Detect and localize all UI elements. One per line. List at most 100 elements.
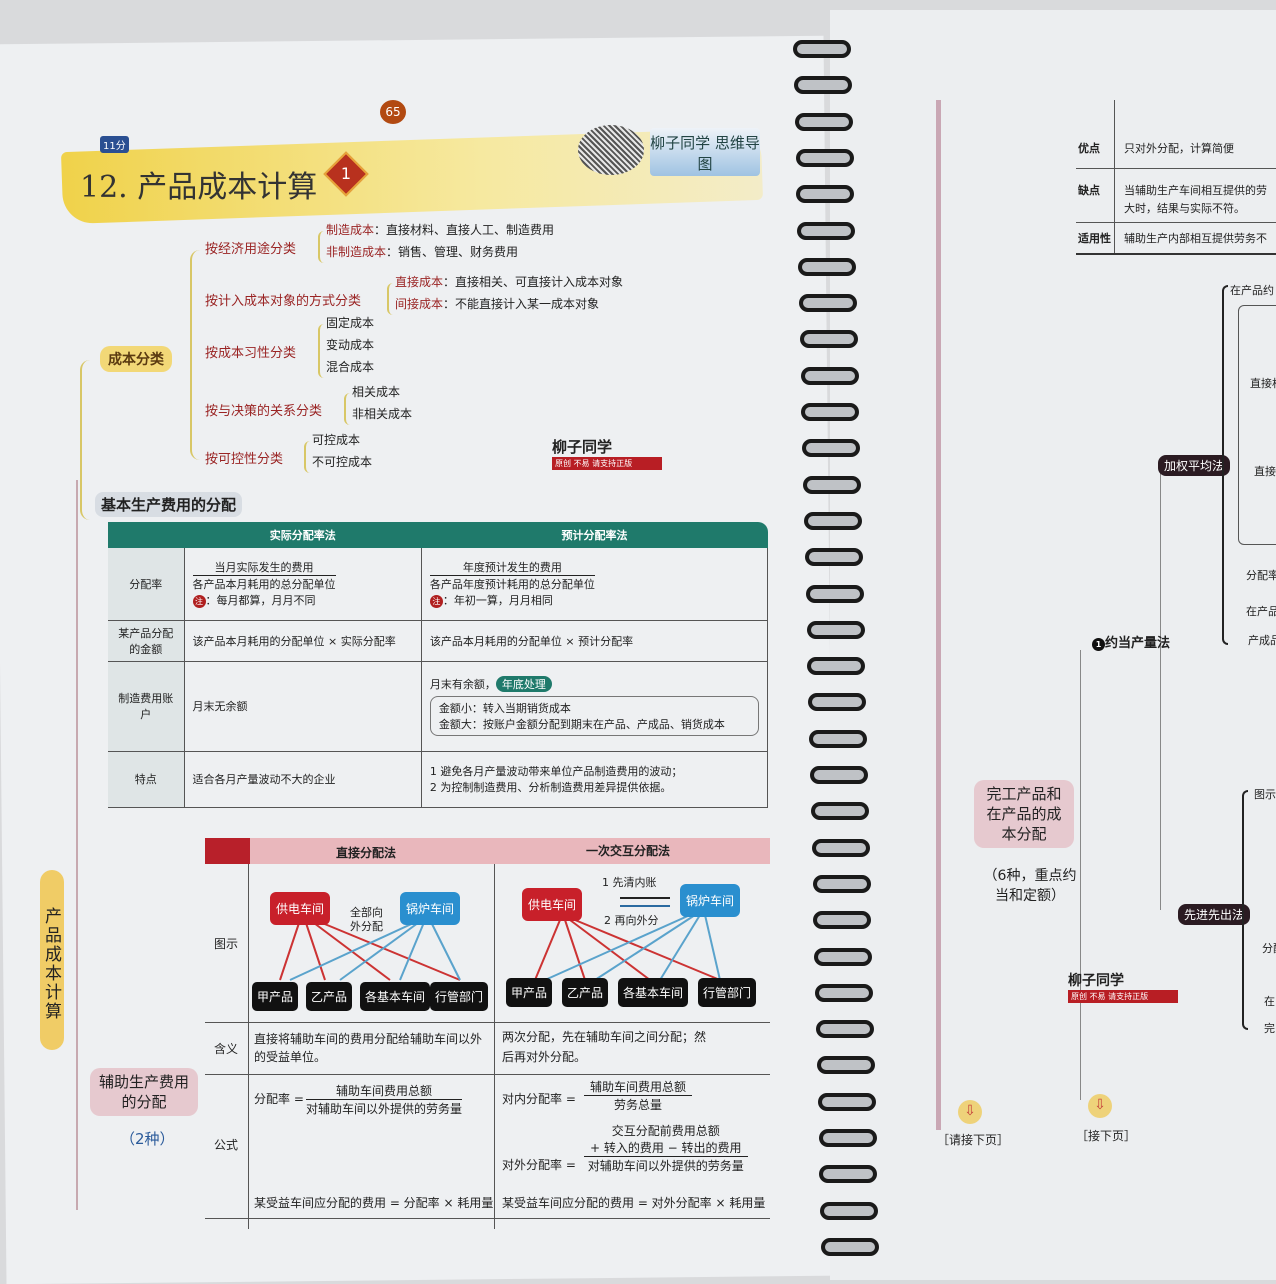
- page-title: 12. 产品成本计算: [80, 170, 318, 205]
- fifo-item: 在: [1264, 995, 1275, 1008]
- branch-item: 相关成本: [352, 383, 400, 400]
- brand-logo: 柳子同学 思维导图: [650, 128, 760, 176]
- target-box: 甲产品: [506, 978, 553, 1007]
- binding-ring: [811, 838, 870, 857]
- item-bracket: [318, 324, 324, 378]
- divider: [205, 1074, 770, 1075]
- arrow-down-icon: ⇩: [1088, 1094, 1112, 1118]
- table-value: 辅助生产内部相互提供劳务不: [1124, 232, 1267, 245]
- score-tag: 11分: [100, 136, 129, 153]
- table-value: 当辅助生产车间相互提供的劳: [1124, 184, 1267, 197]
- branch-item: 变动成本: [326, 336, 374, 353]
- note-icon: 注: [429, 595, 443, 609]
- basic-alloc-node: 基本生产费用的分配: [95, 492, 243, 517]
- table-label: 适用性: [1078, 232, 1111, 245]
- power-workshop-box: 供电车间: [522, 888, 583, 921]
- target-box: 乙产品: [306, 982, 353, 1011]
- binding-ring: [810, 766, 868, 784]
- binding-ring: [805, 584, 864, 603]
- item-value: ：直接材料、直接人工、制造费用: [374, 223, 555, 237]
- binding-ring: [818, 1129, 877, 1147]
- formula-direct-fraction: 辅助车间费用总额对辅助车间以外提供的劳务量: [306, 1084, 463, 1116]
- binding-ring: [814, 947, 873, 966]
- formula-internal-lhs: 对内分配率 =: [502, 1092, 576, 1106]
- binding-ring: [815, 983, 874, 1002]
- root-line: [76, 480, 78, 1210]
- item-value: ：不能直接计入某一成本对象: [443, 297, 600, 311]
- aux-alloc-count: （2种）: [120, 1130, 175, 1148]
- divider: [1114, 100, 1115, 255]
- power-workshop-box: 供电车间: [270, 892, 331, 925]
- right-page: [830, 10, 1276, 1280]
- binding-ring: [800, 366, 859, 385]
- page-number: 65: [380, 100, 406, 124]
- branch-item: 混合成本: [326, 358, 374, 375]
- binding-ring: [809, 729, 868, 748]
- branch-label: 按成本习性分类: [205, 346, 297, 361]
- binding-ring: [803, 475, 862, 494]
- binding-ring: [793, 76, 852, 95]
- fifo-node: 先进先出法: [1178, 904, 1251, 925]
- qr-code-icon: [578, 125, 644, 175]
- binding-ring: [808, 693, 867, 712]
- item-bracket: [387, 283, 393, 315]
- right-root-line: [936, 100, 941, 1130]
- formula-direct-result: 某受益车间应分配的费用 = 分配率 × 耗用量: [254, 1196, 494, 1210]
- target-box: 甲产品: [252, 982, 299, 1011]
- item-key: 不可控成本: [312, 455, 373, 469]
- branch-label: 按可控性分类: [205, 452, 284, 467]
- binding-ring: [796, 185, 855, 204]
- divider: [205, 1022, 770, 1023]
- formula-external-lhs: 对外分配率 =: [502, 1158, 576, 1172]
- aux-alloc-node: 辅助生产费用的分配: [90, 1068, 198, 1116]
- binding-ring: [804, 548, 863, 567]
- divider: [494, 864, 495, 1229]
- step2-label: 2 再向外分: [604, 914, 659, 927]
- item-key: 变动成本: [326, 338, 375, 352]
- binding-ring: [802, 439, 861, 458]
- binding-ring: [807, 657, 866, 676]
- binding-ring: [816, 1056, 875, 1075]
- binding-ring: [797, 221, 856, 240]
- meaning-reciprocal: 两次分配，先在辅助车间之间分配；然后再对外分配。: [502, 1030, 707, 1064]
- table-value: 只对外分配，计算简便: [1124, 142, 1234, 155]
- fifo-item: 图示: [1254, 788, 1276, 801]
- header-direct: 直接分配法: [336, 846, 397, 860]
- weighted-item: 直接相: [1250, 377, 1276, 390]
- fifo-item: 完: [1264, 1022, 1275, 1035]
- binding-ring: [810, 802, 869, 821]
- item-bracket: [304, 441, 310, 473]
- binding-ring: [821, 1237, 880, 1256]
- formula-external-fraction: 交互分配前费用总额+ 转入的费用 − 转出的费用对辅助车间以外提供的劳务量: [584, 1122, 748, 1174]
- branch-item: 可控成本: [312, 431, 360, 448]
- weighted-item: 产成品: [1248, 634, 1276, 647]
- binding-ring: [806, 620, 865, 639]
- brand-stamp: 柳子同学 原创 不易 请支持正版: [552, 436, 662, 474]
- continue-link[interactable]: ［接下页］: [1076, 1129, 1137, 1143]
- step1-label: 1 先清内账: [602, 876, 657, 889]
- bracket: [1242, 790, 1248, 1030]
- binding-ring: [812, 874, 871, 893]
- formula-external-result: 某受益车间应分配的费用 = 对外分配率 × 耗用量: [502, 1196, 766, 1210]
- item-key: 非相关成本: [352, 407, 413, 421]
- item-key: 制造成本: [326, 223, 375, 237]
- box: [1238, 305, 1276, 545]
- weighted-average-node: 加权平均法: [1158, 455, 1231, 476]
- item-key: 混合成本: [326, 360, 375, 374]
- binding-ring: [794, 112, 853, 131]
- boiler-workshop-box: 锅炉车间: [400, 892, 461, 925]
- connector: [1080, 650, 1081, 1100]
- connector: [1160, 470, 1161, 910]
- continue-link[interactable]: ［请接下页］: [937, 1133, 1010, 1147]
- binding-ring: [815, 1020, 874, 1039]
- branch-item: 间接成本：不能直接计入某一成本对象: [395, 295, 599, 312]
- divider: [248, 864, 249, 1229]
- branch-item: 非相关成本: [352, 405, 412, 422]
- basic-alloc-table: 实际分配率法预计分配率法 分配率 当月实际发生的费用各产品本月耗用的总分配单位注…: [108, 522, 769, 808]
- binding-ring: [801, 403, 860, 421]
- binding-ring: [799, 330, 858, 349]
- item-bracket: [318, 231, 324, 263]
- diagram-label: 图示: [214, 937, 239, 951]
- aux-header-bar: [205, 838, 770, 864]
